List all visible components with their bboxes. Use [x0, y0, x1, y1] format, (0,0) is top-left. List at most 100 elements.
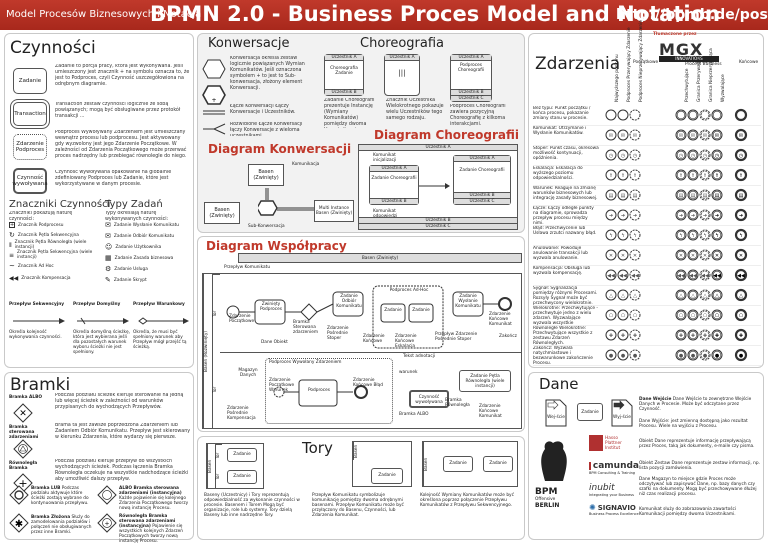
- event-circle: [629, 109, 641, 121]
- loop-subprocess-label: Podproces: [307, 388, 331, 393]
- event-inner-circle: [712, 290, 722, 300]
- event-subprocess-box: Podproces Wywołany Zdarzeniem: [265, 358, 393, 424]
- poster-url[interactable]: http://bpmb.de/poster: [616, 7, 768, 23]
- event-circle: [699, 309, 711, 321]
- event-trigger-glyph: ϟ: [739, 233, 742, 239]
- data-example-task: Zadanie: [577, 403, 603, 421]
- event-trigger-glyph: ●: [679, 353, 684, 359]
- plus-icon: +: [9, 222, 15, 228]
- xor-gateway-label: Bramka ALBO: [9, 395, 43, 400]
- event-circle: [617, 129, 629, 141]
- condition-label: warunek: [399, 370, 418, 375]
- event-row-text: Bez typu: Punkt początku / końca procesu…: [533, 106, 591, 121]
- event-inner-circle: [676, 350, 686, 360]
- event-trigger-glyph: ◀◀: [737, 273, 745, 279]
- header-subtitle: Model Procesów Biznesowych i Notacja: [6, 9, 202, 20]
- compensation-label: Zdarzenie Pośrednie Kompensacja: [227, 406, 256, 421]
- terminate-label: Zakończ: [499, 334, 517, 339]
- event-trigger-glyph: ●: [715, 353, 720, 359]
- conversation-link-icon: [203, 110, 225, 115]
- call-activity-description: Czynność wywoływana opakowanie na global…: [55, 170, 172, 187]
- event-circle: [605, 329, 617, 341]
- event-trigger-glyph: ●: [633, 353, 638, 359]
- event-inner-circle: [700, 290, 710, 300]
- event-circle: [605, 289, 617, 301]
- event-inner-circle: [712, 190, 722, 200]
- event-circle: [734, 288, 748, 302]
- event-trigger-glyph: ◷: [609, 153, 614, 159]
- forked-link-text: Rozwidlone Łącze Konwersacji łączy Konwe…: [230, 122, 303, 136]
- event-circle: [605, 129, 617, 141]
- events-title: Zdarzenia: [535, 54, 621, 74]
- event-trigger-glyph: ✚: [715, 333, 719, 339]
- inubit-logo: inubit Integrating your Business: [589, 483, 634, 497]
- data-input-text: Dane Wejście Dane Wejście to zewnętrzne …: [639, 397, 752, 412]
- event-trigger-glyph: ◀◀: [689, 273, 697, 279]
- event-trigger-glyph: ⬠: [691, 313, 696, 319]
- conversation-link-text: Łącze Konwersacji Łączy Konwersacje i Uc…: [230, 104, 296, 115]
- event-trigger-glyph: ✕: [621, 253, 625, 259]
- event-circle: [605, 169, 617, 181]
- event-inner-circle: [712, 310, 722, 320]
- event-row: Anulowanie: Powoduje anulowanie transakc…: [533, 246, 761, 266]
- event-trigger-glyph: ●: [609, 353, 614, 359]
- cond-start-label: Zdarzenie Początkowe Warunek: [269, 378, 295, 393]
- event-circle: [617, 269, 629, 281]
- conversations-title: Konwersacje: [208, 36, 290, 51]
- event-inner-circle: [676, 310, 686, 320]
- event-circle: [617, 329, 629, 341]
- lane-2-subprocess-flow: [273, 379, 368, 407]
- lane-divider: [220, 352, 522, 353]
- markers-title: Znaczniki Czynności: [9, 199, 111, 210]
- event-circle: [617, 109, 629, 121]
- communication-label: Komunikacja: [292, 162, 320, 167]
- event-inner-circle: [688, 270, 698, 280]
- svg-text:✱: ✱: [15, 519, 23, 530]
- expanded-pool-label: Basen (Rozwinięty): [203, 274, 212, 428]
- signavio-mark-icon: ✺: [589, 503, 596, 512]
- event-trigger-glyph: ➜: [691, 213, 695, 219]
- collapsed-pool: Basen (Zwinięty): [238, 253, 522, 263]
- conversation-hexagon-icon: [202, 59, 226, 79]
- events-panel: Tłumaczone przez MGX INNOVATIONS Process…: [528, 20, 764, 368]
- event-gateway-label: Bramka Sterowana zdarzeniem: [293, 320, 319, 335]
- event-gateway-text: Brama ta jest zawsze poprzedzona Zdarzen…: [55, 423, 191, 440]
- event-trigger-glyph: ✚: [633, 333, 637, 339]
- event-trigger-glyph: ●: [739, 353, 744, 359]
- event-symbols-icon: ✉✉✉✉✉✉✉✉: [605, 128, 748, 142]
- event-circle: [617, 149, 629, 161]
- event-circle: [629, 289, 641, 301]
- data-object-label: Dane Obiekt: [261, 340, 288, 345]
- event-circle: [605, 249, 617, 261]
- event-trigger-glyph: △: [739, 293, 743, 299]
- receive-envelope-icon: ✉: [105, 232, 111, 240]
- forked-link-icon: [203, 123, 226, 135]
- sequence-flow-title: Przepływ Sekwencyjny: [9, 302, 65, 307]
- choreo-task-right: Uczestnik A Zadanie Choreografii Uczestn…: [453, 155, 511, 205]
- event-trigger-glyph: ⬠: [739, 313, 744, 319]
- event-circle: [617, 229, 629, 241]
- task-type-item: ⚙Zadanie Usługa: [105, 265, 148, 273]
- events-table: Bez typu: Punkt początku / końca procesu…: [533, 106, 761, 366]
- task-type-item: ☺Zadanie Użytkownika: [105, 243, 162, 251]
- event-inner-circle: [688, 170, 698, 180]
- event-circle: [617, 169, 629, 181]
- event-circle: [605, 229, 617, 241]
- events-col-intermediate: Pośrednie: [693, 60, 714, 65]
- event-trigger-glyph: ✚: [621, 333, 625, 339]
- activities-title: Czynności: [10, 38, 96, 58]
- header-bar: Model Procesów Biznesowych i Notacja BPM…: [0, 0, 768, 30]
- event-row-text: Eskalacja: Eskalacja do wyższego poziomu…: [533, 166, 583, 181]
- event-circle: [629, 189, 641, 201]
- conversation-diagram-lines: [258, 188, 318, 216]
- collaboration-title: Diagram Współpracy: [206, 239, 347, 253]
- parallel-event-gateway-icon: +: [97, 513, 117, 533]
- event-inner-circle: [676, 170, 686, 180]
- event-trigger-glyph: ✕: [633, 253, 637, 259]
- activities-panel: Czynności Zadanie Zadanie to porcja prac…: [4, 33, 194, 368]
- gateways-title: Bramki: [10, 375, 71, 395]
- end-event-label: Zdarzenie Końcowe: [363, 334, 385, 344]
- marker-item: ↻Znacznik Pętla Sekwencyjna: [9, 230, 79, 239]
- exclusive-event-gateway-icon: [97, 485, 117, 505]
- parallel-mi-icon: ⦀: [9, 241, 12, 249]
